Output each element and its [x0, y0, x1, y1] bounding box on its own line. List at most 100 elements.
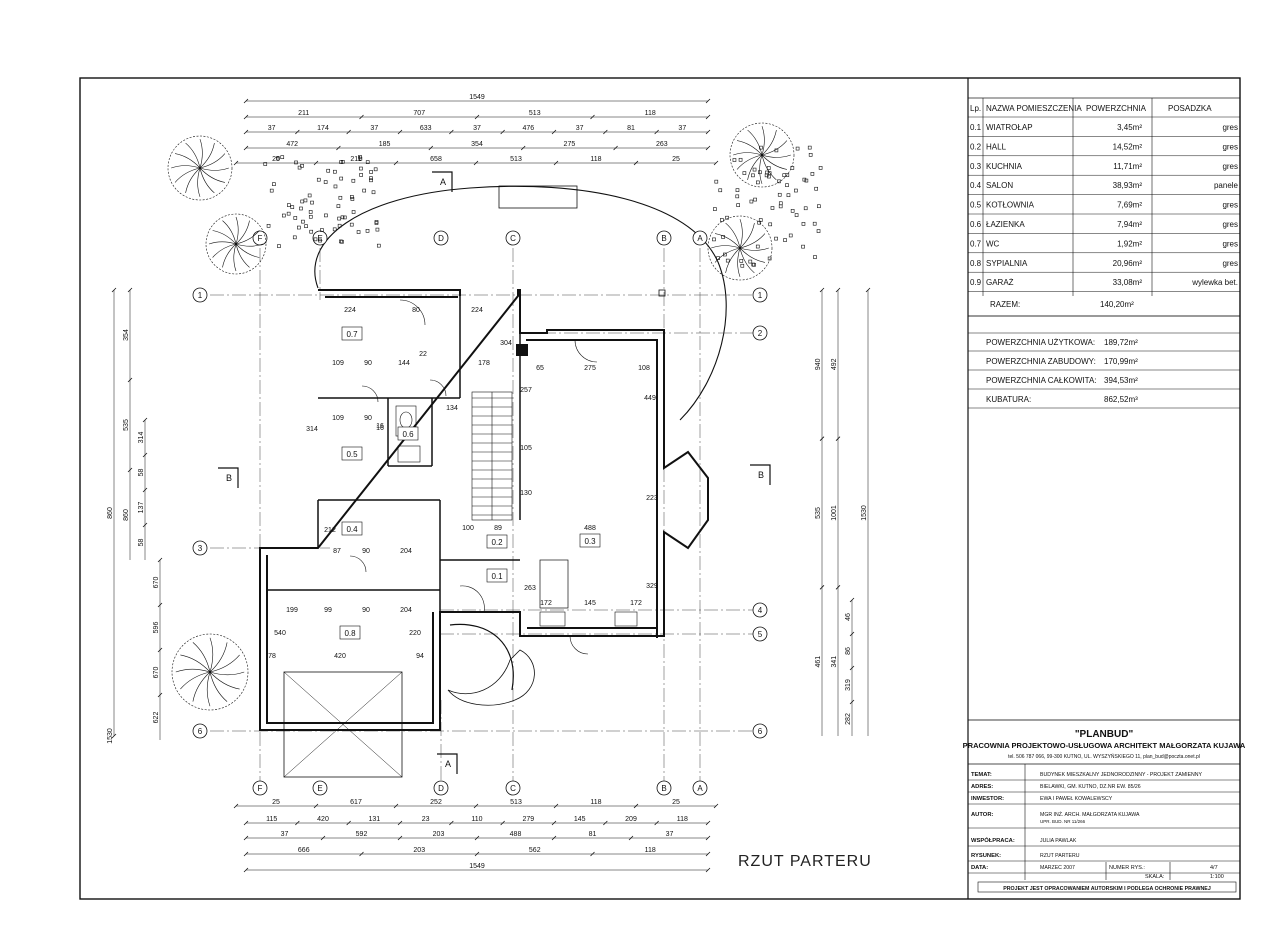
dimension-label: 279: [522, 816, 534, 823]
room-row-floor: gres: [1222, 239, 1238, 248]
dimension-label: 211: [298, 110, 309, 117]
interior-dimension-label: 109: [332, 360, 344, 367]
dimension-label: 37: [268, 125, 276, 132]
dimension-label: 1549: [469, 863, 485, 870]
section-marker: [432, 171, 453, 192]
dimension-label: 209: [625, 816, 637, 823]
room-tag-label: 0.2: [491, 538, 503, 547]
interior-dimension-label: 145: [584, 600, 596, 607]
summary-value: 862,52m³: [1104, 395, 1138, 404]
room-row-floor: gres: [1222, 142, 1238, 151]
room-row-area: 7,69m²: [1117, 201, 1142, 210]
dimension-label: 252: [430, 799, 442, 806]
sheet-number: 4/7: [1210, 865, 1218, 871]
room-row-lp: 0.5: [970, 201, 982, 210]
interior-dimension-label: 223: [646, 495, 658, 502]
dimension-label: 185: [379, 141, 391, 148]
dimension-label: 137: [138, 502, 145, 514]
dimension-label: 46: [845, 613, 852, 621]
axis-letter: C: [510, 234, 516, 243]
dimension-label: 25: [672, 799, 680, 806]
axis-letter: A: [697, 784, 703, 793]
axis-number: 6: [758, 727, 763, 736]
company-subtitle: PRACOWNIA PROJEKTOWO-USŁUGOWA ARCHITEKT …: [963, 741, 1246, 750]
summary-value: 170,99m²: [1104, 357, 1138, 366]
section-marker: [750, 464, 771, 485]
axis-number-bubble: [192, 723, 208, 739]
axis-letter: D: [438, 234, 444, 243]
dimension-label: 118: [677, 816, 688, 823]
room-row-floor: gres: [1222, 123, 1238, 132]
dimension-label: 622: [153, 712, 160, 724]
dimension-label: 118: [645, 110, 656, 117]
tree-icon: [729, 122, 795, 188]
dimension-label: 354: [471, 141, 483, 148]
sheet-frame: [79, 77, 1241, 900]
room-tag-box: [339, 625, 361, 640]
dimension-label: 461: [815, 656, 822, 668]
room-tag-box: [397, 426, 419, 441]
dimension-label: 492: [831, 358, 838, 370]
dimension-label: 25: [272, 799, 280, 806]
axis-letter: D: [438, 784, 444, 793]
dimension-label: 203: [413, 847, 425, 854]
dimension-label: 513: [529, 110, 541, 117]
interior-dimension-label: 105: [520, 445, 532, 452]
scale-label: SKALA:: [1145, 874, 1165, 880]
room-row-lp: 0.8: [970, 259, 982, 268]
dimension-label: 535: [815, 507, 822, 519]
table-header-name: NAZWA POMIESZCZENIA: [986, 104, 1082, 113]
rooms-table: Lp. NAZWA POMIESZCZENIA POWERZCHNIA POSA…: [967, 78, 1241, 899]
axis-number-bubble: [752, 626, 768, 642]
section-marker-label: A: [445, 759, 451, 769]
title-field-value: BUDYNEK MIESZKALNY JEDNORODZINNY - PROJE…: [1040, 772, 1203, 778]
room-tag-box: [341, 446, 363, 461]
tree-icon: [167, 135, 233, 201]
axis-number-bubble: [752, 602, 768, 618]
dimension-label: 81: [589, 831, 597, 838]
dimension-label: 1549: [469, 94, 485, 101]
room-row-area: 33,08m²: [1113, 278, 1143, 287]
interior-dimension-label: 99: [324, 607, 332, 614]
room-tag-label: 0.5: [346, 450, 358, 459]
axis-letter: E: [317, 234, 322, 243]
room-tag-box: [579, 533, 601, 548]
interior-dimension-label: 80: [412, 307, 420, 314]
dimension-label: 1530: [107, 728, 114, 744]
dimension-label: 314: [138, 432, 145, 444]
room-row-name: SYPIALNIA: [986, 259, 1028, 268]
tree-icon: [205, 213, 267, 275]
interior-dimension-label: 275: [584, 365, 596, 372]
interior-dimension-label: 304: [500, 340, 512, 347]
interior-dimension-label: 540: [274, 630, 286, 637]
dimension-label: 860: [107, 507, 114, 519]
room-row-name: SALON: [986, 181, 1013, 190]
room-row-lp: 0.7: [970, 239, 982, 248]
room-row-area: 7,94m²: [1117, 220, 1142, 229]
dimension-label: 592: [356, 831, 368, 838]
table-header-floor: POSADZKA: [1168, 104, 1212, 113]
interior-dimension-label: 263: [524, 585, 536, 592]
interior-dimension-label: 89: [494, 525, 502, 532]
axis-number-bubble: [192, 540, 208, 556]
dimension-label: 118: [590, 799, 601, 806]
axis-number: 6: [198, 727, 203, 736]
kitchen-counter: [539, 559, 569, 609]
axis-letter: B: [661, 234, 666, 243]
dimension-label: 513: [510, 799, 522, 806]
interior-dimension-label: 204: [400, 548, 412, 555]
tree-icon: [707, 215, 773, 281]
interior-dimension-label: 22: [419, 351, 427, 358]
title-field-label: ADRES:: [971, 784, 993, 790]
interior-dimension-label: 172: [540, 600, 552, 607]
interior-dimension-label: 212: [324, 527, 336, 534]
interior-dimension-label: 87: [333, 548, 341, 555]
room-row-name: KOTŁOWNIA: [986, 201, 1035, 210]
room-row-floor: gres: [1222, 259, 1238, 268]
room-row-lp: 0.2: [970, 142, 982, 151]
interior-dimension-label: 100: [462, 525, 474, 532]
room-row-lp: 0.4: [970, 181, 982, 190]
dimension-label: 940: [815, 358, 822, 370]
drawing-title: RZUT PARTERU: [738, 853, 872, 870]
axis-letter-bubble: [505, 780, 521, 796]
